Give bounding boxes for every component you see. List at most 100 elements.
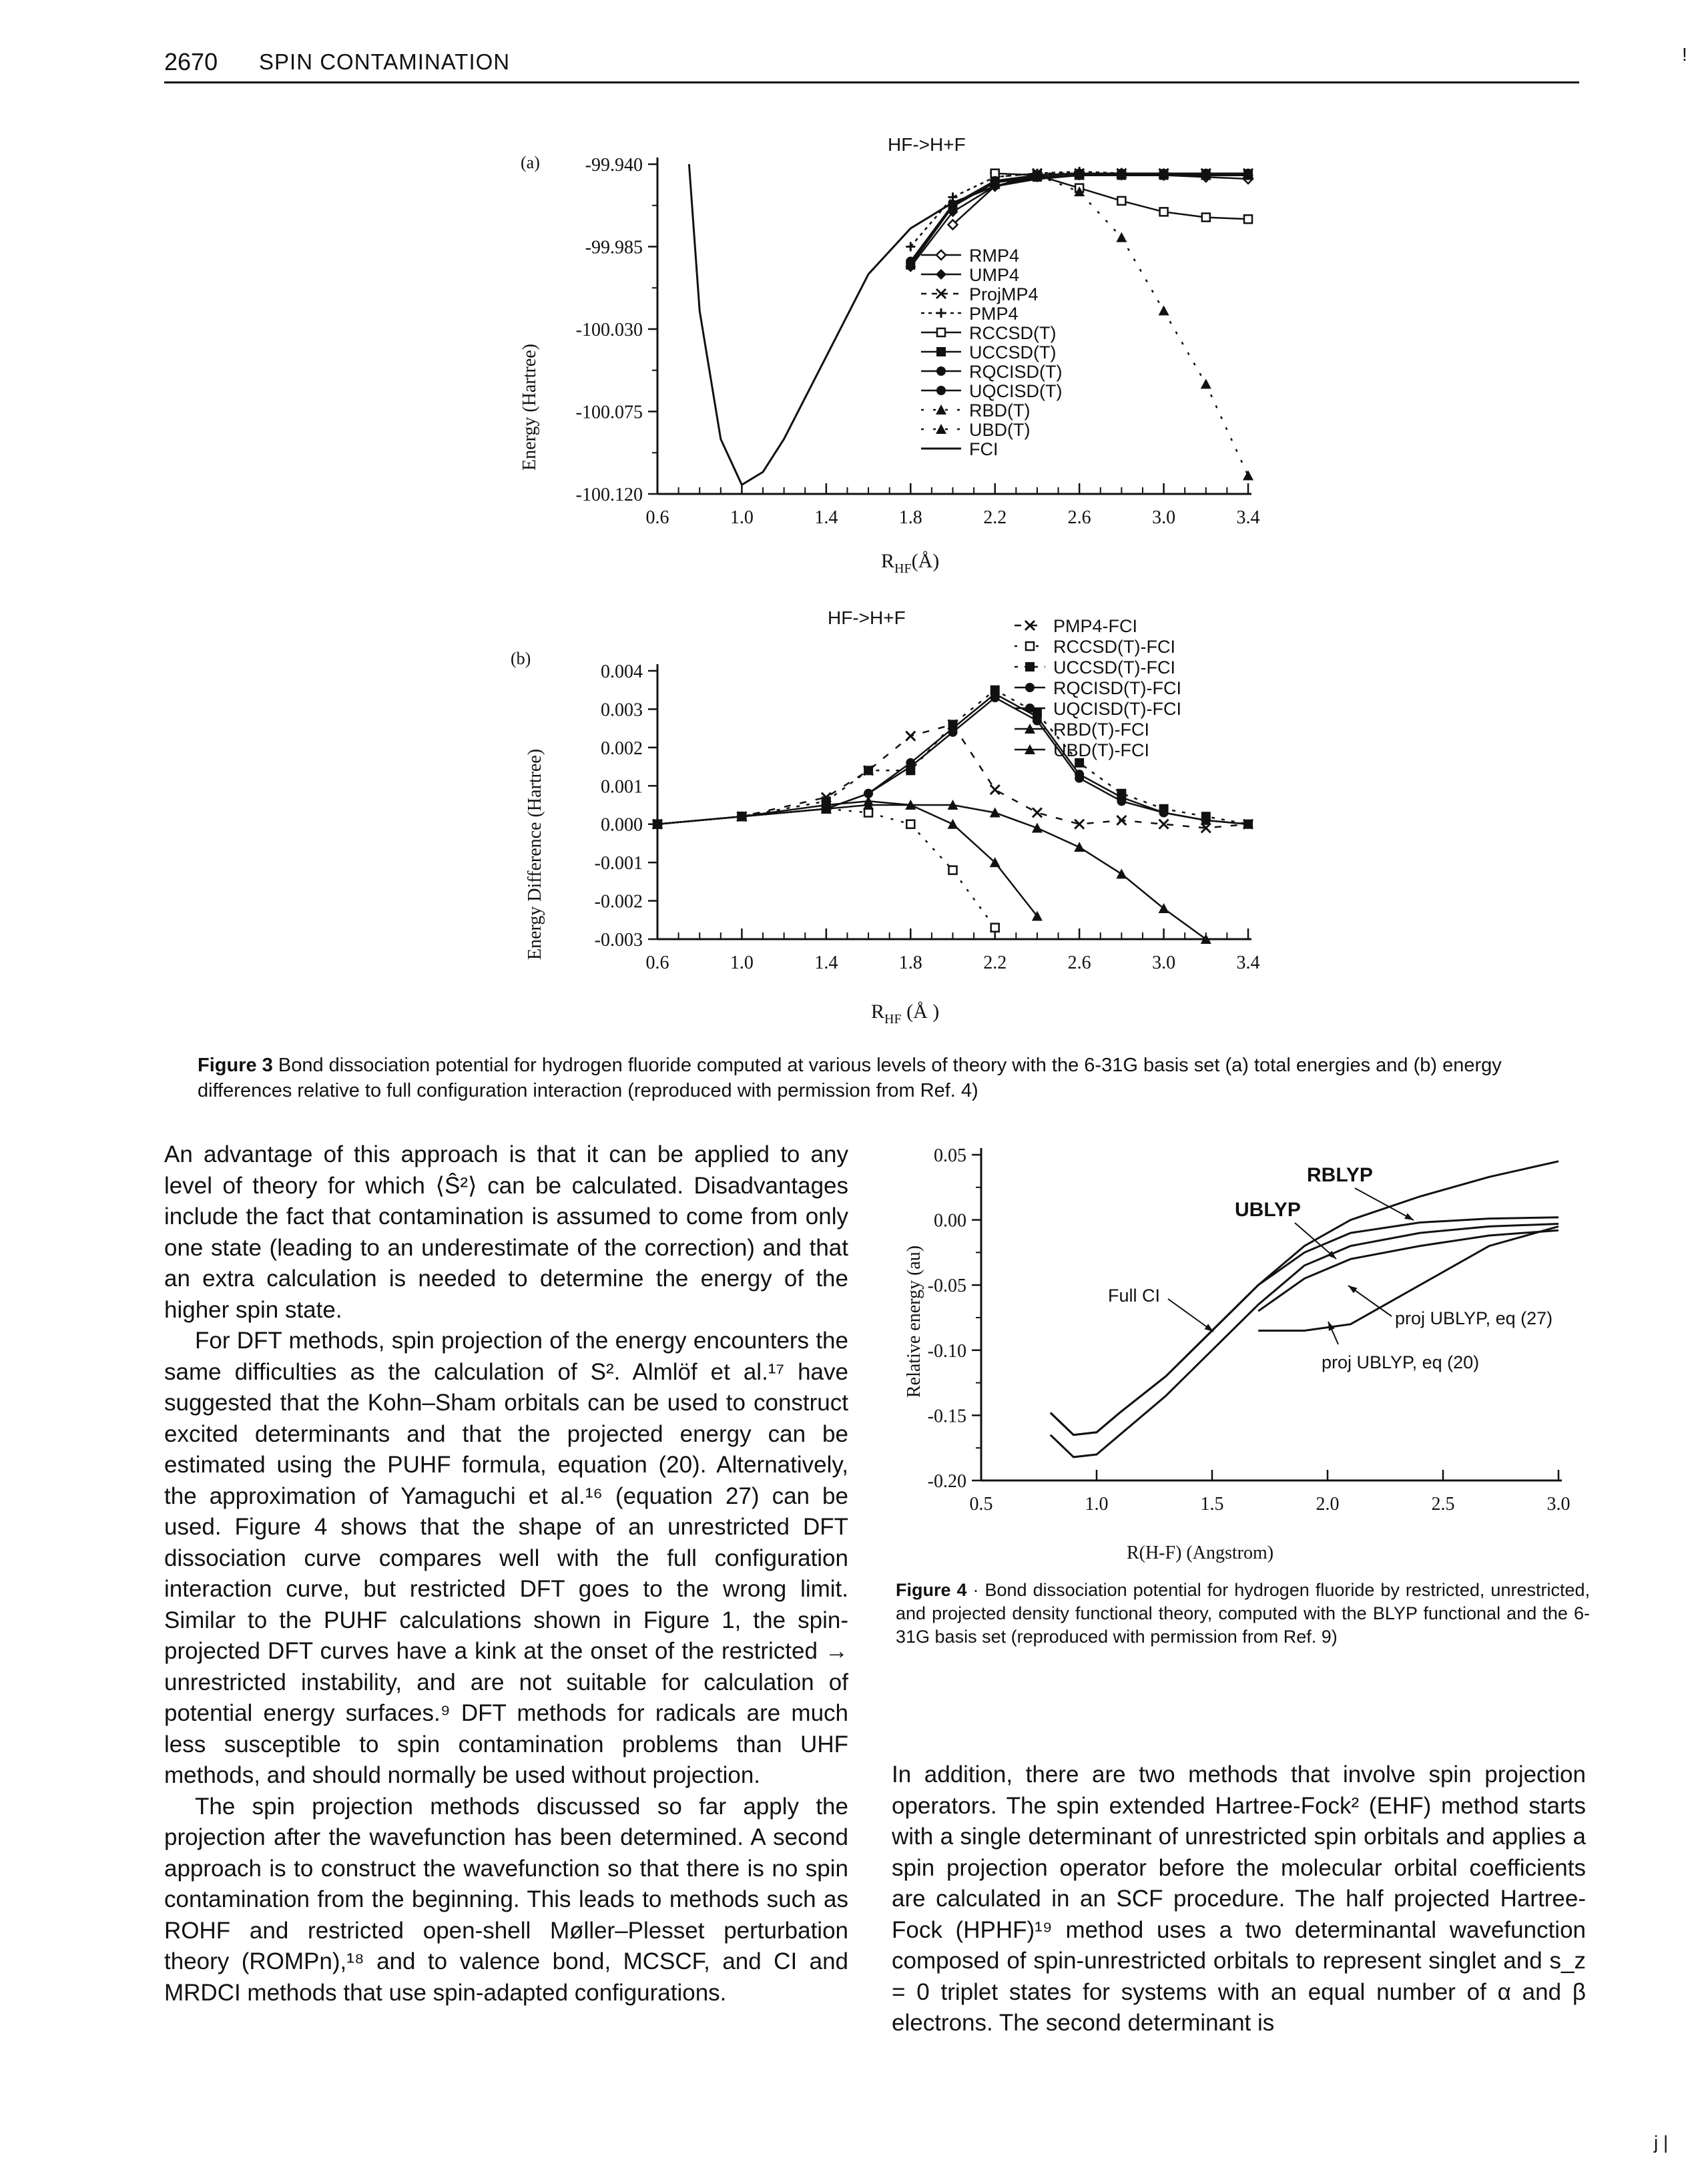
data-point	[989, 807, 1001, 818]
header-rule	[164, 81, 1579, 83]
annotation: proj UBLYP, eq (20)	[1322, 1321, 1479, 1372]
legend-marker	[936, 366, 946, 376]
legend-marker	[1025, 744, 1035, 754]
annotation: RBLYP	[1307, 1164, 1414, 1221]
legend-label: RBD(T)	[969, 400, 1030, 421]
y-axis-label: Energy Difference (Hartree)	[525, 749, 545, 960]
y-tick-label: -0.003	[595, 930, 643, 951]
legend-label: UCCSD(T)-FCI	[1053, 657, 1175, 678]
x-tick-label: 1.0	[730, 507, 754, 528]
data-point	[905, 800, 916, 810]
y-tick-label: 0.001	[601, 776, 643, 797]
annotation-label: RBLYP	[1307, 1164, 1373, 1186]
y-tick-label: 0.002	[601, 738, 643, 759]
x-tick-label: 1.4	[814, 953, 838, 973]
data-point	[1116, 868, 1127, 879]
legend-marker	[1025, 724, 1035, 734]
annotation: Full CI	[1108, 1286, 1214, 1332]
paragraph: An advantage of this approach is that it…	[164, 1141, 848, 1323]
x-tick-label: 1.8	[899, 507, 922, 528]
data-point	[906, 242, 916, 252]
legend-label: RCCSD(T)	[969, 323, 1056, 343]
data-point	[1158, 818, 1169, 830]
data-point	[1200, 378, 1211, 389]
series-line	[1049, 1223, 1559, 1458]
data-point	[1158, 903, 1169, 914]
legend-label: UQCISD(T)-FCI	[1053, 699, 1181, 719]
arrow-head	[1404, 1213, 1414, 1220]
x-axis-label: RHF(Å)	[881, 550, 939, 576]
data-point	[948, 865, 958, 875]
y-tick-label: -99.985	[585, 238, 643, 258]
y-tick-label: -0.20	[928, 1471, 966, 1492]
legend-label: UBD(T)	[969, 420, 1030, 440]
y-tick-label: -100.030	[576, 320, 643, 340]
caption-text: Bond dissociation potential for hydrogen…	[198, 1055, 1502, 1101]
y-tick-label: -0.001	[595, 853, 643, 874]
data-point	[1075, 758, 1085, 768]
series-proj-ublyp-eq-27-	[1258, 1225, 1559, 1332]
figure-4-caption: Figure 4 · Bond dissociation potential f…	[896, 1579, 1590, 1649]
data-point	[1201, 212, 1211, 222]
legend-marker	[936, 424, 946, 434]
x-tick-label: 2.2	[983, 507, 1007, 528]
data-point	[1243, 470, 1253, 481]
caption-text: · Bond dissociation potential for hydrog…	[896, 1580, 1590, 1647]
annotation-arrow	[1294, 1222, 1337, 1260]
legend-entry: UCCSD(T)-FCI	[1015, 657, 1175, 678]
x-tick-label: 3.4	[1237, 507, 1260, 528]
data-point	[863, 808, 874, 818]
annotation-arrow	[1348, 1285, 1392, 1317]
legend-entry: UCCSD(T)	[921, 342, 1056, 362]
annotation-label: proj UBLYP, eq (20)	[1322, 1352, 1479, 1372]
figure-3b-chart: (b) HF->H+F Energy Difference (Hartree) …	[511, 607, 1260, 1027]
right-column: In addition, there are two methods that …	[892, 1759, 1586, 2039]
series-line	[687, 164, 1248, 487]
x-tick-label: 0.6	[646, 953, 669, 973]
paragraph: For DFT methods, spin projection of the …	[164, 1328, 848, 1788]
caption-label: Figure 3	[198, 1055, 273, 1076]
data-point	[1031, 822, 1043, 833]
series-line	[1257, 1229, 1559, 1312]
legend-label: UQCISD(T)	[969, 381, 1062, 401]
legend-marker	[1024, 619, 1036, 631]
annotation-arrow	[1167, 1298, 1214, 1332]
legend-label: UMP4	[969, 265, 1019, 285]
page-number: 2670	[164, 48, 218, 75]
data-point	[1158, 305, 1169, 316]
y-tick-label: -0.10	[928, 1341, 966, 1362]
annotation-label: Full CI	[1108, 1286, 1160, 1306]
data-point	[948, 727, 958, 737]
data-point	[1032, 716, 1042, 726]
legend-entry: RCCSD(T)	[921, 323, 1056, 343]
data-point	[1243, 214, 1253, 224]
legend-label: PMP4-FCI	[1053, 616, 1137, 636]
legend-label: PMP4	[969, 304, 1019, 324]
data-point	[1075, 773, 1085, 783]
y-axis-label: Relative energy (au)	[904, 1246, 924, 1398]
data-point	[990, 922, 1000, 933]
y-tick-label: -99.940	[585, 155, 643, 176]
x-tick-label: 1.0	[1085, 1494, 1109, 1515]
series-full-ci	[1049, 1223, 1559, 1458]
series-fci	[687, 164, 1248, 487]
data-point	[1243, 819, 1253, 829]
data-point	[864, 766, 874, 776]
legend-entry: UBD(T)-FCI	[1015, 740, 1149, 760]
figure-4-chart: Relative energy (au) R(H-F) (Angstrom) 0…	[904, 1145, 1571, 1563]
data-point	[990, 693, 1000, 703]
x-tick-label: 2.2	[983, 953, 1007, 973]
legend-entry: RBD(T)	[921, 400, 1030, 421]
legend-marker	[936, 347, 946, 356]
series-ublyp	[1049, 1216, 1559, 1436]
data-point	[1200, 822, 1211, 834]
data-point	[1117, 796, 1127, 806]
panel-label: (a)	[521, 153, 540, 172]
series-rccsd-t-fci	[652, 804, 1000, 933]
chart-title: HF->H+F	[888, 134, 966, 155]
legend-label: UCCSD(T)	[969, 342, 1056, 362]
data-point	[863, 796, 874, 806]
legend-label: RQCISD(T)	[969, 362, 1062, 382]
y-tick-label: -0.05	[928, 1276, 966, 1296]
